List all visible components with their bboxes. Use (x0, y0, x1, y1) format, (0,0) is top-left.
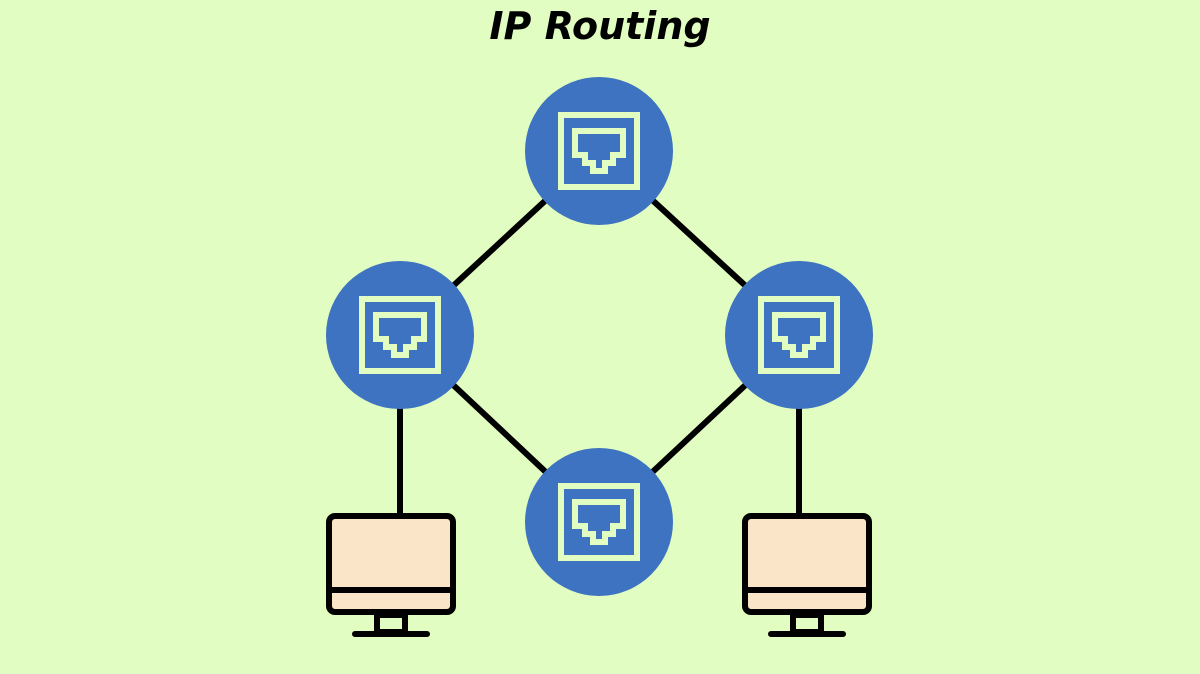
computer-right (745, 516, 869, 634)
router-top (525, 77, 673, 225)
router-right (725, 261, 873, 409)
computer-left (329, 516, 453, 634)
router-bottom (525, 448, 673, 596)
monitor-icon (745, 516, 869, 634)
diagram-title: IP Routing (489, 4, 711, 48)
router-left (326, 261, 474, 409)
monitor-icon (329, 516, 453, 634)
